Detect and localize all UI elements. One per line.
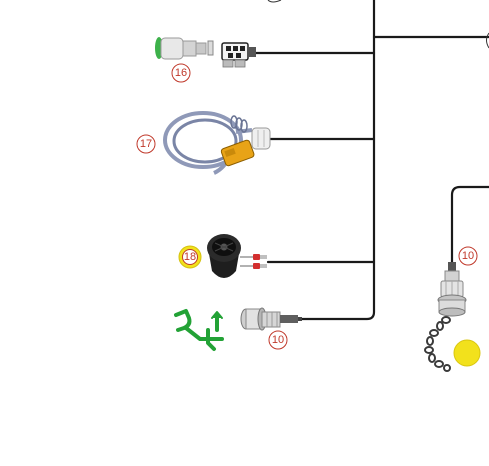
callout-10-right-label: 10 xyxy=(462,250,474,262)
yellow-cap-icon xyxy=(453,339,481,367)
right-circle-stub xyxy=(486,32,489,49)
callout-10-right: 10 xyxy=(458,246,478,266)
round-connector-icon xyxy=(437,262,467,317)
round-connector-icon xyxy=(240,307,302,331)
push-button-switch-icon xyxy=(155,37,256,68)
callout-16: 16 xyxy=(171,63,191,83)
part-10-connector-bottom[interactable]: 10 xyxy=(240,307,302,350)
cable-sensor-icon xyxy=(163,111,271,175)
part-17-sensor[interactable]: 17 xyxy=(136,111,271,175)
hydraulic-lift-icon xyxy=(174,309,224,351)
callout-17-label: 17 xyxy=(140,138,152,150)
callout-10-bottom: 10 xyxy=(268,330,288,350)
part-16-switch[interactable]: 16 xyxy=(155,37,256,83)
chain-icon xyxy=(424,316,451,372)
wiring-harness xyxy=(254,0,489,321)
callout-18: 18 xyxy=(178,245,202,269)
top-circle-stub xyxy=(267,0,282,3)
callout-16-label: 16 xyxy=(175,67,187,79)
part-18-buzzer[interactable]: 18 xyxy=(178,234,267,278)
callout-10-bottom-label: 10 xyxy=(272,334,284,346)
trunk-wire xyxy=(298,0,376,321)
part-10-connector-right[interactable]: 10 xyxy=(424,246,481,372)
callout-17: 17 xyxy=(136,134,156,154)
wire-right-connector xyxy=(450,185,489,264)
buzzer-icon xyxy=(207,234,267,278)
coiled-plug xyxy=(230,115,248,133)
callout-18-label: 18 xyxy=(184,251,196,263)
